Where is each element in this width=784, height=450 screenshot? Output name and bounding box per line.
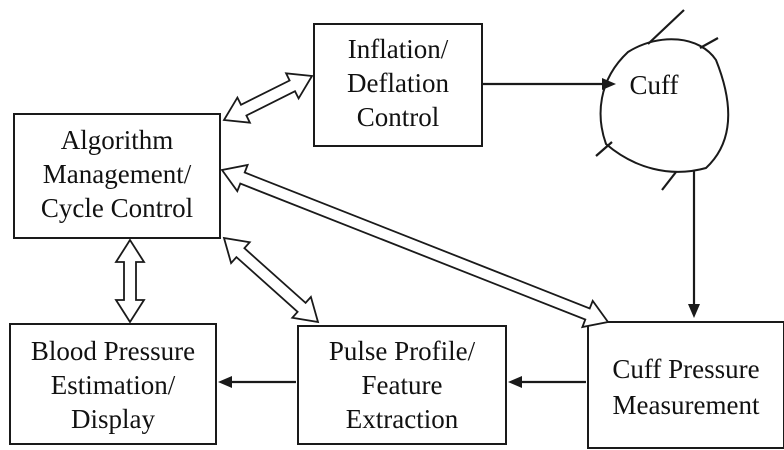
cuff-label: Cuff — [629, 70, 678, 100]
algorithm-line-3: Cycle Control — [41, 193, 193, 223]
inflation-line-3: Control — [357, 102, 440, 132]
pulse-line-1: Pulse Profile/ — [329, 336, 476, 366]
arrow-cuff-to-measurement — [688, 170, 700, 318]
hollow-arrow-algorithm-inflation — [222, 72, 314, 124]
bp-line-2: Estimation/ — [51, 370, 176, 400]
pulse-profile-box: Pulse Profile/ Feature Extraction — [297, 325, 507, 445]
inflation-line-2: Deflation — [347, 68, 449, 98]
pulse-line-2: Feature — [362, 370, 443, 400]
algorithm-line-2: Management/ — [43, 159, 192, 189]
hollow-arrow-algorithm-bp — [114, 238, 146, 324]
arrow-measurement-to-pulse — [508, 376, 586, 388]
cuff-pressure-line-2: Measurement — [613, 390, 760, 420]
hollow-arrow-algorithm-measurement — [220, 163, 610, 329]
cuff-icon: Cuff — [595, 9, 730, 191]
algorithm-line-1: Algorithm — [61, 125, 174, 155]
hollow-arrow-algorithm-pulse — [222, 236, 320, 324]
cuff-pressure-line-1: Cuff Pressure — [612, 354, 759, 384]
inflation-deflation-box: Inflation/ Deflation Control — [313, 23, 483, 147]
pulse-line-3: Extraction — [346, 404, 459, 434]
cuff-pressure-measurement-box: Cuff Pressure Measurement — [587, 321, 784, 449]
algorithm-management-box: Algorithm Management/ Cycle Control — [13, 113, 221, 239]
inflation-line-1: Inflation/ — [348, 34, 449, 64]
bp-line-3: Display — [71, 404, 155, 434]
bp-line-1: Blood Pressure — [31, 336, 195, 366]
arrow-inflation-to-cuff — [482, 78, 616, 90]
arrow-pulse-to-bp — [218, 376, 296, 388]
blood-pressure-estimation-box: Blood Pressure Estimation/ Display — [9, 323, 217, 445]
